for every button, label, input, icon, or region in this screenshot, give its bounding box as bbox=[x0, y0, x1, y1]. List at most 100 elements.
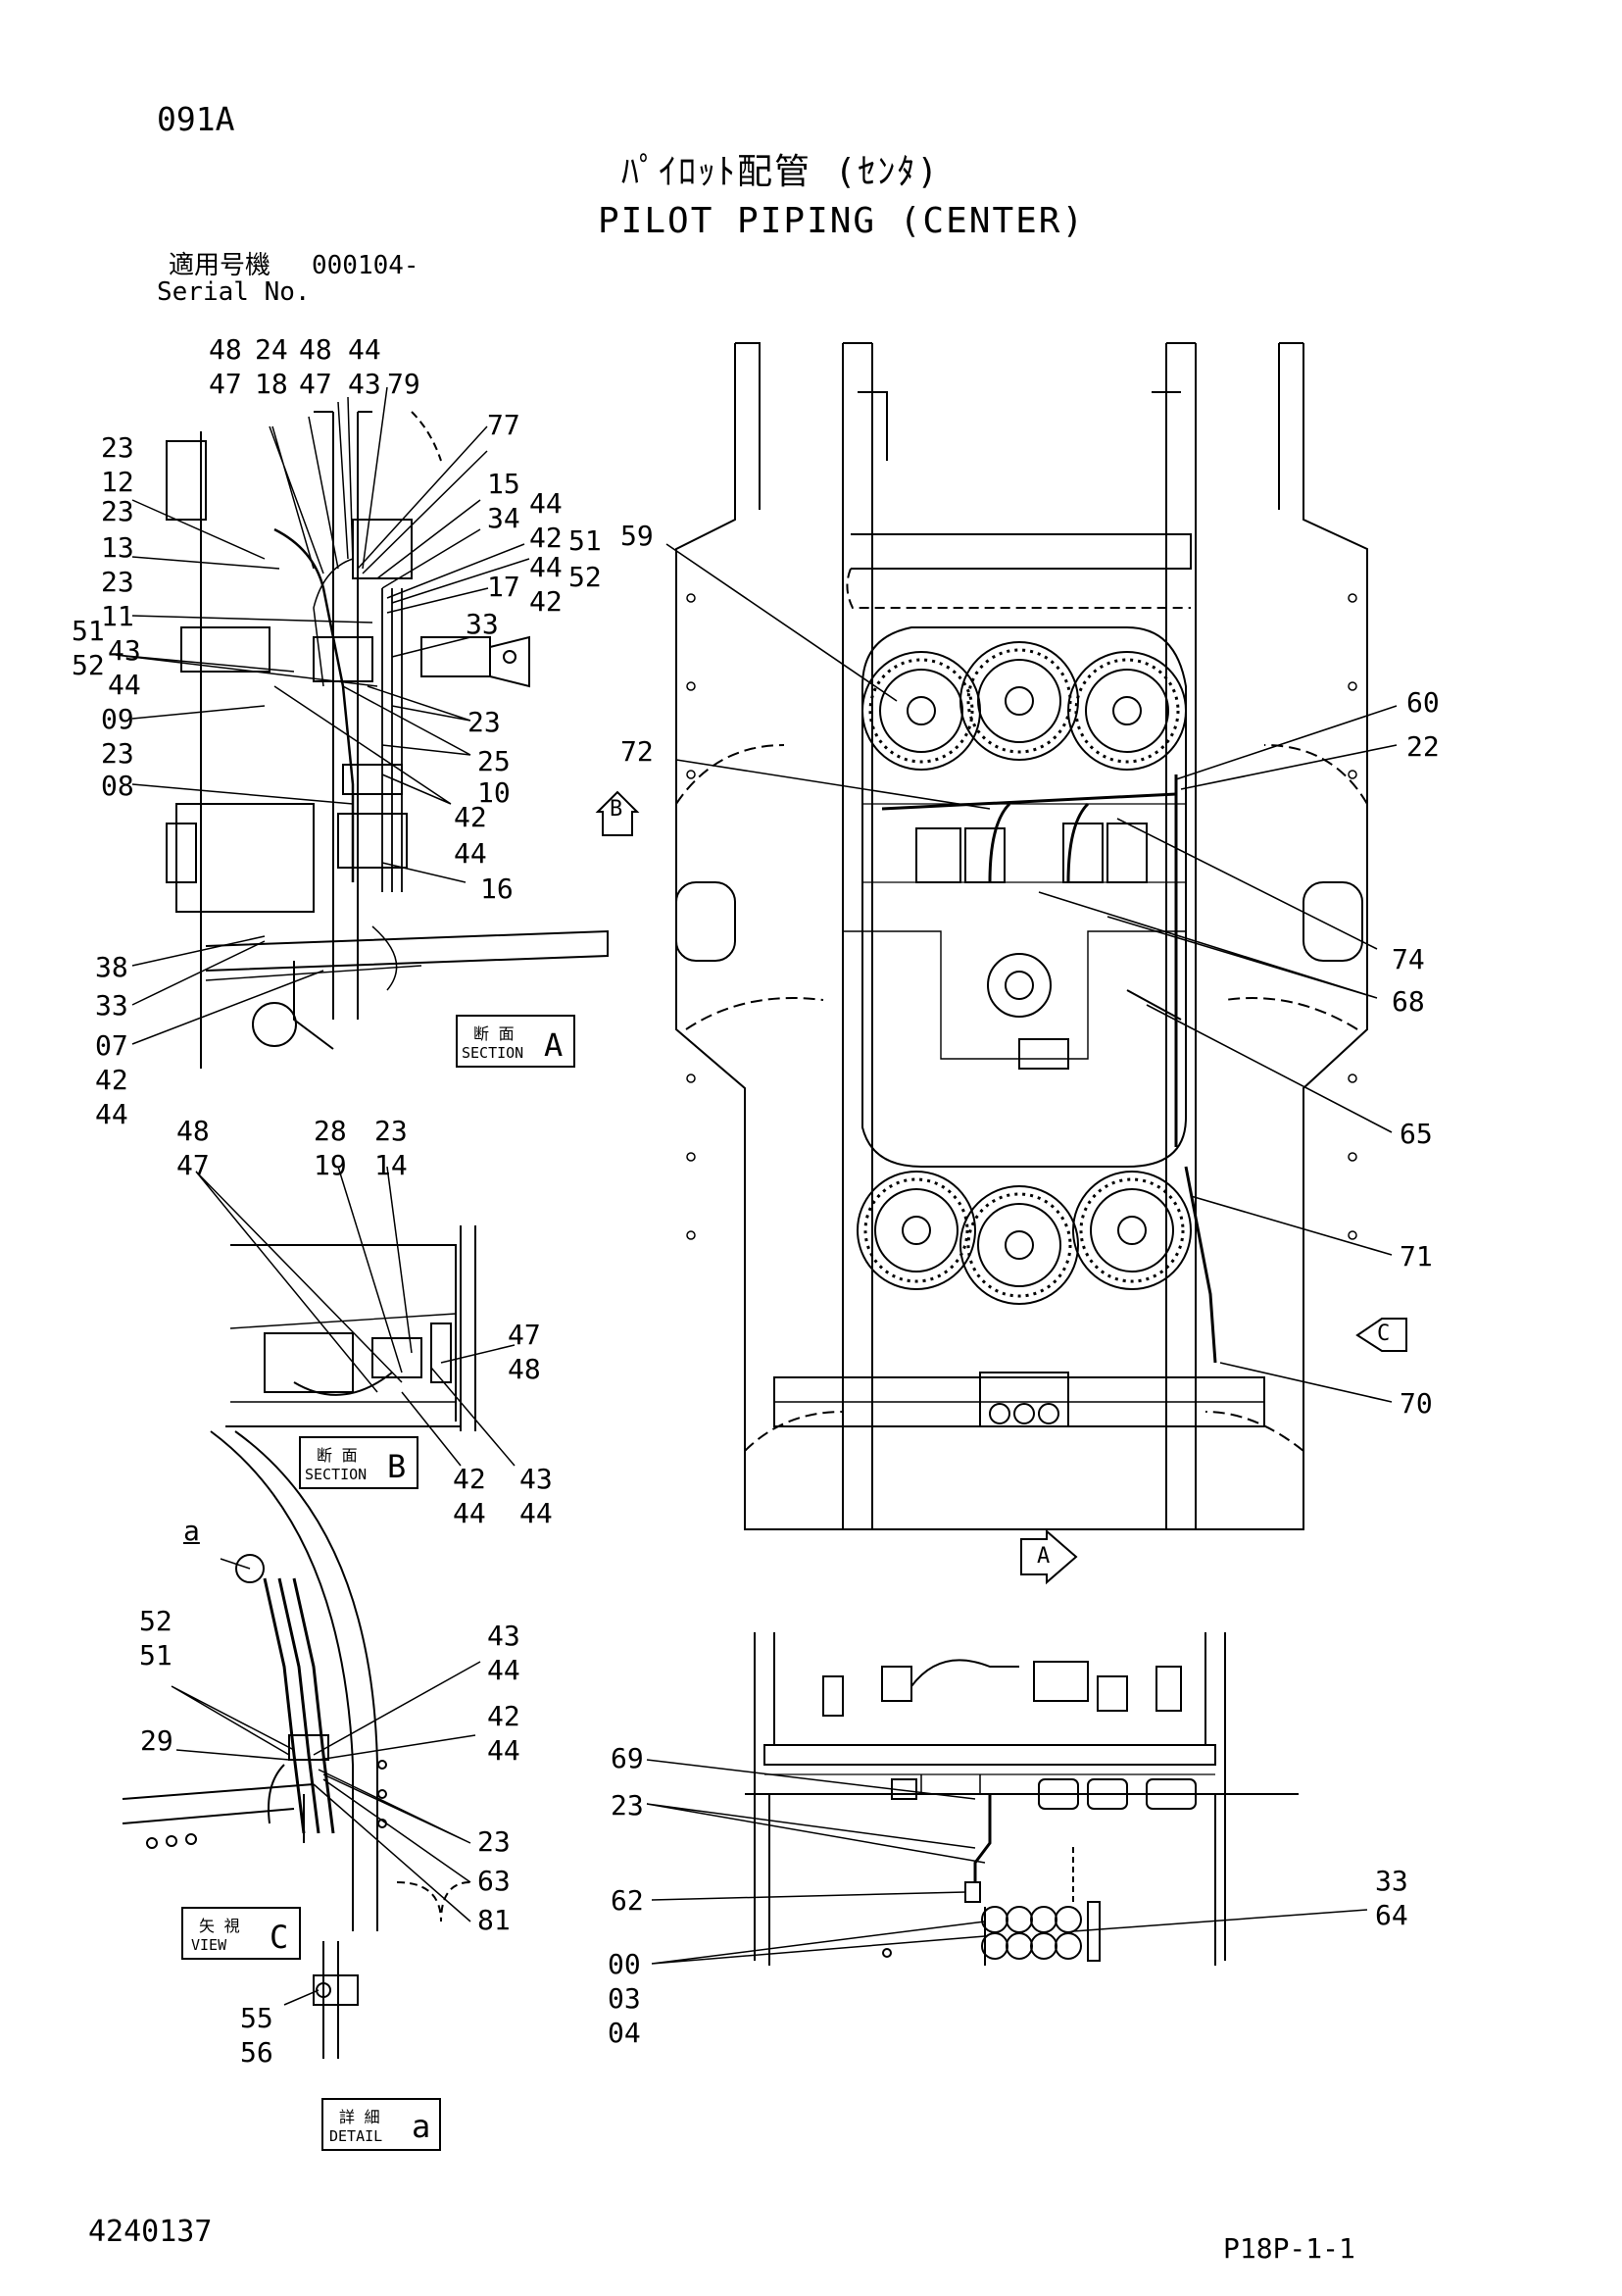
page-code: 091A bbox=[157, 100, 235, 138]
callout: 09 bbox=[101, 703, 134, 735]
callout: 47 bbox=[209, 368, 242, 400]
callout: 12 bbox=[101, 466, 134, 498]
callout: 51 bbox=[139, 1639, 172, 1672]
callout: 44 bbox=[108, 669, 141, 701]
callout: 33 bbox=[1375, 1865, 1408, 1897]
callout: 44 bbox=[487, 1734, 520, 1767]
view-arrow-c-letter: C bbox=[1377, 1322, 1391, 1346]
view-arrow-a-letter: A bbox=[1037, 1544, 1051, 1569]
section-a-view bbox=[115, 386, 609, 1069]
callout: 60 bbox=[1406, 686, 1440, 719]
connector-cluster bbox=[981, 1906, 1082, 1960]
title-english: PILOT PIPING (CENTER) bbox=[598, 201, 1086, 241]
section-b-caption: 断 面 SECTION B bbox=[299, 1436, 418, 1489]
callout: 43 bbox=[108, 634, 141, 667]
callout: 62 bbox=[611, 1884, 644, 1917]
callout: 17 bbox=[487, 571, 520, 603]
callout: 47 bbox=[176, 1149, 210, 1181]
callout: 52 bbox=[139, 1605, 172, 1637]
section-b-view bbox=[195, 1166, 516, 1931]
callout: 56 bbox=[240, 2036, 273, 2069]
doc-number: 4240137 bbox=[88, 2215, 213, 2249]
callout: 55 bbox=[240, 2002, 273, 2034]
section-a-caption: 断 面 SECTION A bbox=[456, 1015, 575, 1068]
title-japanese: ﾊﾟｲﾛｯﾄ配管 (ｾﾝﾀ) bbox=[621, 152, 941, 192]
callout: 33 bbox=[95, 989, 128, 1022]
callout: 38 bbox=[95, 951, 128, 983]
callout: 43 bbox=[487, 1620, 520, 1652]
callout: 48 bbox=[176, 1115, 210, 1147]
callout: 28 bbox=[314, 1115, 347, 1147]
callout: 43 bbox=[348, 368, 381, 400]
detail-a-view bbox=[283, 1941, 359, 2059]
page-reference: P18P-1-1 bbox=[1223, 2232, 1355, 2265]
callout: 29 bbox=[140, 1724, 173, 1757]
callout: 79 bbox=[387, 368, 420, 400]
callout: 42 bbox=[95, 1064, 128, 1096]
callout: 42 bbox=[454, 801, 487, 833]
callout: 68 bbox=[1392, 985, 1425, 1018]
callout: 71 bbox=[1400, 1240, 1433, 1273]
callout: 52 bbox=[568, 561, 602, 593]
callout: 22 bbox=[1406, 730, 1440, 763]
callout: 59 bbox=[620, 520, 654, 552]
callout: 25 bbox=[477, 745, 511, 777]
callout: 23 bbox=[101, 737, 134, 770]
callout: 43 bbox=[519, 1463, 553, 1495]
callout: 63 bbox=[477, 1865, 511, 1897]
callout: 19 bbox=[314, 1149, 347, 1181]
callout: 18 bbox=[255, 368, 288, 400]
callout: 08 bbox=[101, 770, 134, 802]
callout: 44 bbox=[95, 1098, 128, 1130]
callout: 65 bbox=[1400, 1118, 1433, 1150]
callout: 13 bbox=[101, 531, 134, 564]
callout: 42 bbox=[529, 585, 563, 618]
callout: 42 bbox=[453, 1463, 486, 1495]
lower-rear-view bbox=[646, 1632, 1368, 1966]
callout: 33 bbox=[466, 608, 499, 640]
callout: 44 bbox=[529, 551, 563, 583]
detail-a-caption: 詳 細 DETAIL a bbox=[321, 2098, 441, 2151]
callout: 42 bbox=[487, 1700, 520, 1732]
callout: 14 bbox=[374, 1149, 408, 1181]
callout: a bbox=[183, 1515, 200, 1547]
callout: 72 bbox=[620, 735, 654, 768]
callout: 74 bbox=[1392, 943, 1425, 975]
callout: 48 bbox=[209, 333, 242, 366]
callout: 23 bbox=[101, 431, 134, 464]
callout: 07 bbox=[95, 1029, 128, 1062]
callout: 48 bbox=[299, 333, 332, 366]
view-arrow-b-letter: B bbox=[610, 797, 623, 822]
callout: 23 bbox=[477, 1825, 511, 1858]
serial-value: 000104- bbox=[312, 251, 419, 280]
callout: 24 bbox=[255, 333, 288, 366]
callout: 64 bbox=[1375, 1899, 1408, 1931]
upper-spool-group bbox=[861, 641, 1187, 771]
callout: 23 bbox=[611, 1789, 644, 1822]
view-c-view bbox=[122, 1554, 481, 1922]
serial-label-jp: 適用号機 bbox=[169, 251, 271, 280]
callout: 47 bbox=[299, 368, 332, 400]
callout: 00 bbox=[608, 1948, 641, 1980]
callout: 48 bbox=[508, 1353, 541, 1385]
callout: 81 bbox=[477, 1904, 511, 1936]
callout: 44 bbox=[348, 333, 381, 366]
callout: 70 bbox=[1400, 1387, 1433, 1420]
callout: 11 bbox=[101, 600, 134, 632]
callout: 10 bbox=[477, 776, 511, 809]
callout: 23 bbox=[101, 495, 134, 527]
callout: 44 bbox=[453, 1497, 486, 1529]
view-c-caption: 矢 視 VIEW C bbox=[181, 1907, 301, 1960]
callout: 23 bbox=[101, 566, 134, 598]
callout: 52 bbox=[72, 649, 105, 681]
main-chassis-view bbox=[595, 342, 1407, 1585]
callout: 15 bbox=[487, 468, 520, 500]
callout: 44 bbox=[454, 837, 487, 870]
callout: 03 bbox=[608, 1982, 641, 2015]
callout: 23 bbox=[374, 1115, 408, 1147]
callout: 47 bbox=[508, 1319, 541, 1351]
lower-spool-group bbox=[857, 1171, 1192, 1305]
callout: 42 bbox=[529, 522, 563, 554]
callout: 44 bbox=[519, 1497, 553, 1529]
